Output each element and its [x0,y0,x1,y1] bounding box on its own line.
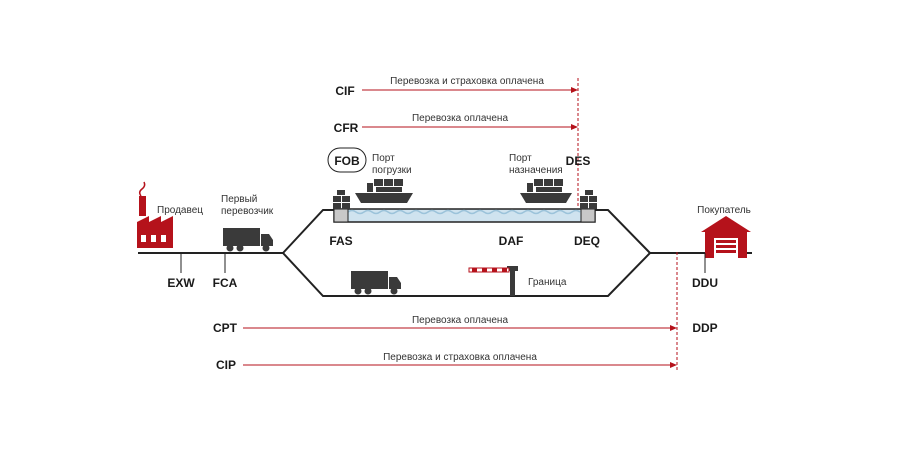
cpt-arrow-label: Перевозка оплачена [412,315,508,326]
cif-arrow-head [571,87,578,93]
ship-icon [520,179,572,203]
term-daf: DAF [499,234,524,248]
port-destination-label-line1: Порт [509,153,532,164]
cif-arrow-label: Перевозка и страховка оплачена [390,76,544,87]
arrows [243,87,677,368]
port-destination-label-line2: назначения [509,165,563,176]
first-carrier-label-line1: Первый [221,194,257,205]
cfr-arrow-label: Перевозка оплачена [412,113,508,124]
term-deq: DEQ [574,234,600,248]
seller-label: Продавец [157,205,203,216]
term-exw: EXW [167,276,195,290]
water-waves [347,209,581,215]
cip-arrow-label: Перевозка и страховка оплачена [383,352,537,363]
container-stack-icon [333,190,350,209]
dock-left [333,208,349,223]
port-loading-label-line1: Порт [372,153,395,164]
route-lower-path [282,252,651,297]
border-label: Граница [528,277,567,288]
term-cfr: CFR [334,121,359,135]
barrier-icon [468,266,518,296]
term-des: DES [566,154,591,168]
warehouse-icon [701,216,751,258]
ship-icon [355,179,413,203]
term-cif: CIF [335,84,354,98]
tick-marks [180,253,706,273]
cip-arrow-head [670,362,677,368]
buyer-label: Покупатель [697,205,751,216]
fob-highlight-pill [327,147,367,173]
factory-icon [137,181,173,248]
truck-icon [351,271,401,295]
sea-segment [333,208,596,223]
cpt-arrow-head [670,325,677,331]
term-fob: FOB [334,154,360,168]
term-fas: FAS [329,234,352,248]
cfr-arrow-head [571,124,578,130]
term-cip: CIP [216,358,236,372]
term-fca: FCA [213,276,238,290]
term-cpt: CPT [213,321,238,335]
dock-right [580,208,596,223]
truck-icon [223,228,273,252]
container-stack-icon [580,190,597,209]
term-ddp: DDP [692,321,717,335]
port-loading-label-line2: погрузки [372,165,412,176]
first-carrier-label-line2: перевозчик [221,206,274,217]
term-ddu: DDU [692,276,718,290]
